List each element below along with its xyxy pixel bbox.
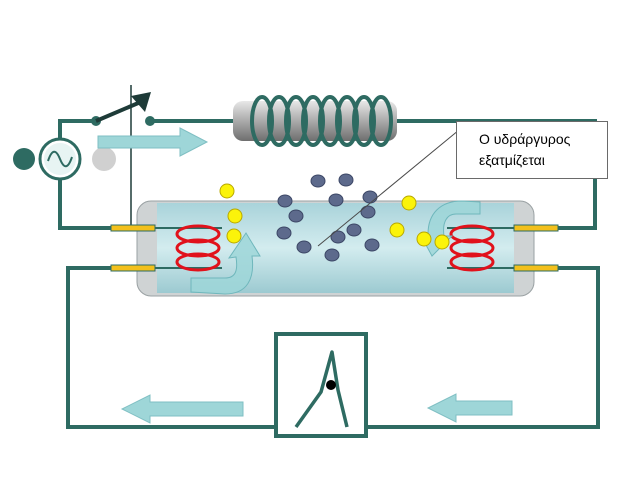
electron	[219, 183, 235, 199]
pin-left-bottom	[110, 264, 156, 272]
starter-box	[274, 332, 368, 438]
wire-lamp-left-bottom	[66, 266, 278, 429]
mercury-atom	[364, 238, 380, 252]
mercury-atom	[330, 230, 346, 244]
electron	[389, 222, 405, 238]
terminal-dot-left	[13, 148, 35, 170]
electron	[226, 228, 242, 244]
electron	[227, 208, 243, 224]
starter-contact	[326, 380, 336, 390]
wire-lamp-right-bottom	[364, 266, 600, 429]
electrons	[219, 183, 450, 250]
bimetal-strip	[294, 350, 349, 429]
sine-wave	[47, 150, 73, 168]
switch-icon	[91, 92, 155, 126]
current-arrow-bottom-left	[120, 394, 244, 424]
pin-right-bottom	[513, 264, 559, 272]
pin-left-top	[110, 224, 156, 232]
mercury-atom	[328, 193, 344, 207]
terminal-dot-right	[92, 147, 116, 171]
mercury-atom	[310, 174, 326, 188]
mercury-atom	[277, 194, 293, 208]
electron	[401, 195, 417, 211]
flow-arrow-left	[190, 232, 261, 295]
starter-icon	[274, 332, 368, 438]
callout-box: Ο υδράργυρος εξατμίζεται	[456, 121, 608, 179]
mercury-atom	[296, 240, 312, 254]
wire-left-top	[58, 119, 98, 230]
ballast-coil-icon	[233, 95, 397, 147]
filament-right	[449, 224, 495, 272]
mercury-atom	[360, 205, 376, 219]
mercury-atoms	[276, 173, 380, 262]
mercury-atom	[324, 248, 340, 262]
current-arrow-bottom-right	[426, 393, 513, 423]
mercury-atom	[276, 226, 292, 240]
filament-left	[175, 224, 221, 272]
mercury-atom	[288, 209, 304, 223]
mercury-atom	[346, 223, 362, 237]
electron	[416, 231, 432, 247]
callout-leader	[317, 129, 460, 247]
current-arrow-top	[97, 127, 209, 157]
pin-right-top	[513, 224, 559, 232]
mercury-atom	[362, 190, 378, 204]
mercury-atom	[338, 173, 354, 187]
callout-line-2: εξατμίζεται	[479, 152, 545, 168]
electron	[434, 234, 450, 250]
callout-line-1: Ο υδράργυρος	[479, 131, 571, 147]
ac-source-icon	[13, 137, 116, 181]
